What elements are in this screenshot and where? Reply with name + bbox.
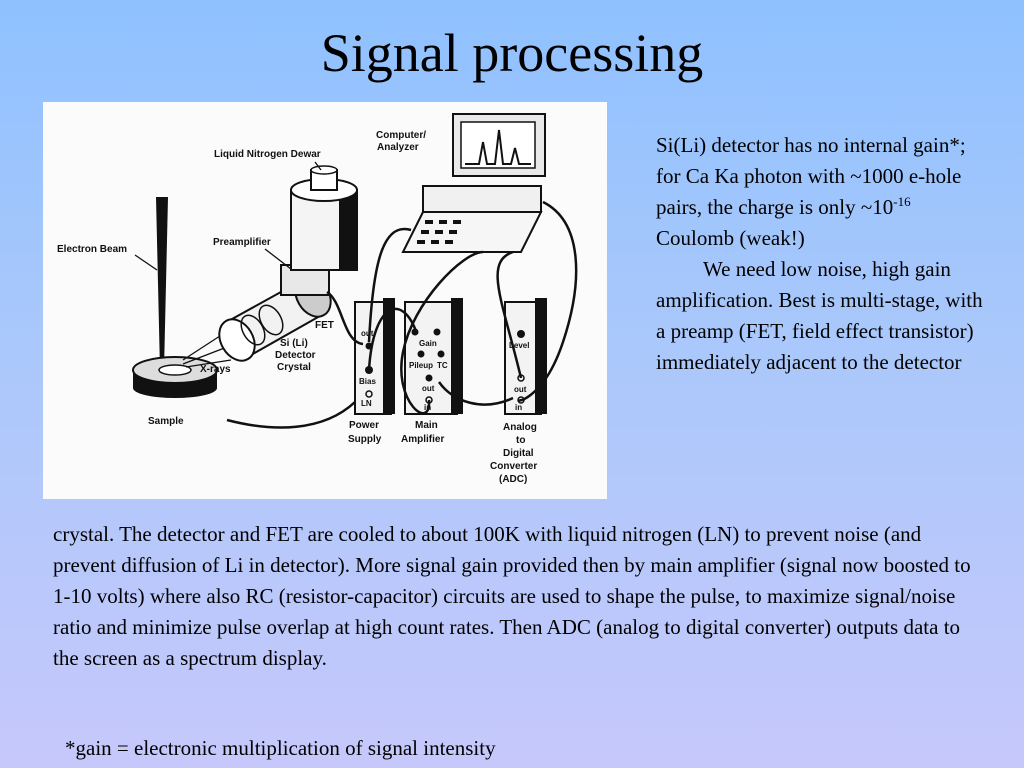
computer-analyzer xyxy=(401,113,546,253)
adc-module: Level out in xyxy=(504,298,547,415)
label-detector-2: Detector xyxy=(275,350,316,361)
adc-level-label: Level xyxy=(509,341,529,350)
label-adc-4: Converter xyxy=(490,461,537,472)
label-computer-2: Analyzer xyxy=(377,142,419,153)
label-main-amp-2: Amplifier xyxy=(401,434,444,445)
xray-arrows xyxy=(182,333,232,368)
amp-tc-label: TC xyxy=(437,361,448,370)
power-supply-module: out Bias LN xyxy=(354,298,395,415)
side-paragraph-1: Si(Li) detector has no internal gain*; f… xyxy=(656,130,986,254)
label-adc-5: (ADC) xyxy=(499,474,527,485)
label-power-2: Supply xyxy=(348,434,382,445)
side-explanation: Si(Li) detector has no internal gain*; f… xyxy=(656,130,986,378)
amp-gain-label: Gain xyxy=(419,339,437,348)
label-computer-1: Computer/ xyxy=(376,130,426,141)
slide-title: Signal processing xyxy=(320,23,704,83)
electron-beam xyxy=(156,197,168,370)
adc-out-label: out xyxy=(514,385,527,394)
amp-pileup-label: Pileup xyxy=(409,361,433,370)
label-adc-2: to xyxy=(516,435,525,446)
label-fet: FET xyxy=(315,320,334,331)
label-main-amp-1: Main xyxy=(415,420,438,431)
footnote: *gain = electronic multiplication of sig… xyxy=(65,736,496,760)
label-xrays: X-rays xyxy=(200,364,231,375)
body-paragraph: crystal. The detector and FET are cooled… xyxy=(53,522,971,670)
amp-out-label: out xyxy=(422,384,435,393)
label-detector-1: Si (Li) xyxy=(280,338,308,349)
side-paragraph-2: We need low noise, high gain amplificati… xyxy=(656,257,983,374)
signal-chain-diagram: Electron Beam Sample X-rays Si (Li) Dete… xyxy=(43,102,607,499)
ps-bias-label: Bias xyxy=(359,377,376,386)
label-electron-beam: Electron Beam xyxy=(57,244,127,255)
side-p1-superscript: -16 xyxy=(893,194,911,209)
side-p1-part-b: Coulomb (weak!) xyxy=(656,226,805,250)
label-adc-1: Analog xyxy=(503,422,537,433)
ps-ln-label: LN xyxy=(361,399,372,408)
label-sample: Sample xyxy=(148,416,184,427)
sample-disk xyxy=(132,356,218,398)
label-detector-3: Crystal xyxy=(277,362,311,373)
ps-out-label: out xyxy=(361,329,374,338)
label-preamplifier: Preamplifier xyxy=(213,237,271,248)
cables xyxy=(226,200,578,429)
label-adc-3: Digital xyxy=(503,448,534,459)
adc-in-label: in xyxy=(515,403,522,412)
label-ln-dewar: Liquid Nitrogen Dewar xyxy=(214,149,321,160)
side-p1-part-a: Si(Li) detector has no internal gain*; f… xyxy=(656,133,966,219)
label-power-1: Power xyxy=(349,420,379,431)
ln-dewar xyxy=(290,165,358,271)
